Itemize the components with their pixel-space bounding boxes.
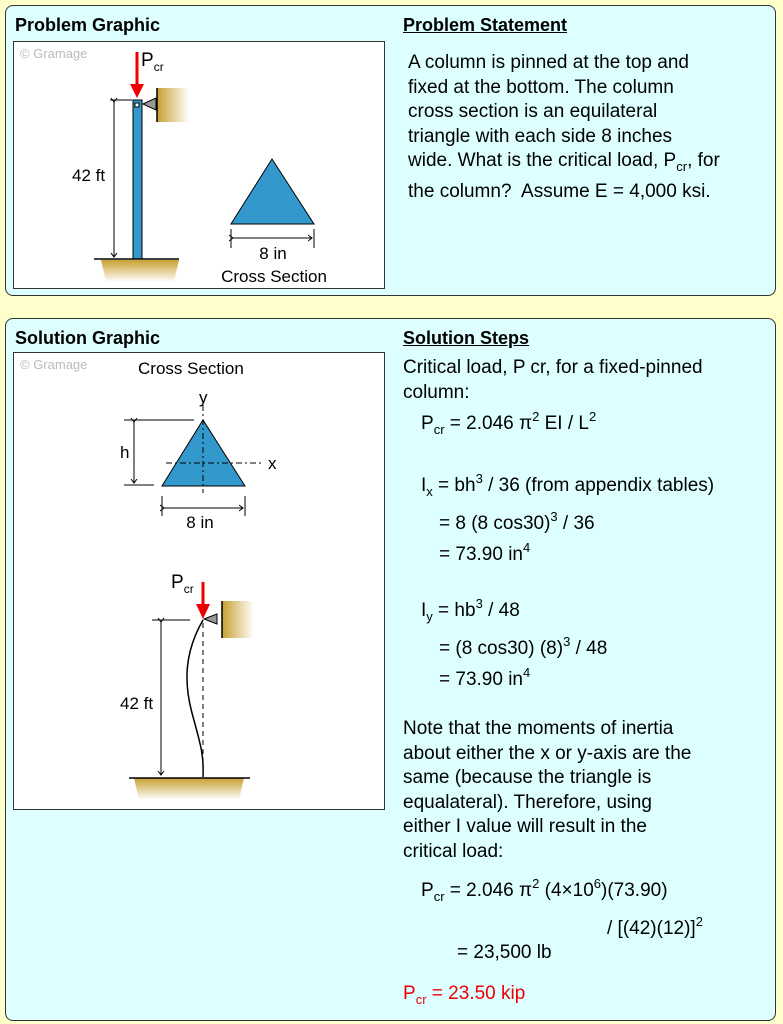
solution-steps-heading: Solution Steps xyxy=(403,328,529,348)
problem-diagram: © Gramage Pcr 42 ft 8 in Cross Section xyxy=(20,46,327,286)
note-text: critical load: xyxy=(403,840,504,862)
note-text: Note that the moments of inertia xyxy=(403,718,674,739)
problem-panel: Problem Graphic Problem Statement © Gram… xyxy=(5,5,776,296)
ground xyxy=(101,260,179,282)
statement-line: triangle with each side 8 inches xyxy=(408,125,673,147)
length-label: 42 ft xyxy=(72,166,105,185)
y-axis-label: y xyxy=(199,388,208,407)
pin-support xyxy=(202,613,218,625)
answer: Pcr = 23.50 kip xyxy=(403,982,526,1007)
x-axis-label: x xyxy=(268,454,277,473)
problem-graphic: © Gramage Pcr 42 ft 8 in Cross Section xyxy=(13,41,385,289)
statement-line: A column is pinned at the top and xyxy=(408,52,689,73)
note-text: about either the x or y-axis are the xyxy=(403,742,692,764)
load-arrowhead xyxy=(130,84,144,98)
equation-ix: = 8 (8 cos30)3 / 36 xyxy=(439,508,595,534)
cross-section-triangle xyxy=(230,158,315,225)
statement-line: wide. What is the critical load, Pcr, fo… xyxy=(408,150,720,174)
note-text: same (because the triangle is xyxy=(403,767,652,788)
width-label: 8 in xyxy=(186,513,213,532)
buckled-column xyxy=(186,619,204,778)
watermark: © Gramage xyxy=(20,357,87,372)
height-label: h xyxy=(120,443,129,462)
load-label: Pcr xyxy=(171,572,194,596)
watermark: © Gramage xyxy=(20,46,87,61)
pin xyxy=(134,102,140,108)
problem-statement-heading: Problem Statement xyxy=(403,15,568,35)
problem-graphic-heading: Problem Graphic xyxy=(15,15,161,35)
width-label: 8 in xyxy=(259,244,286,263)
length-label: 42 ft xyxy=(120,694,153,713)
equation-final: = 23,500 lb xyxy=(457,942,552,963)
solution-diagram: © Gramage Cross Section y x h 8 in Pcr xyxy=(20,357,277,800)
load-label: Pcr xyxy=(141,50,164,74)
step-text: Critical load, P cr, for a fixed-pinned xyxy=(403,357,703,378)
wall xyxy=(222,601,254,638)
solution-panel: Solution Graphic Solution Steps © Gramag… xyxy=(5,318,776,1021)
solution-graphic: © Gramage Cross Section y x h 8 in Pcr xyxy=(13,352,385,810)
statement-line: cross section is an equilateral xyxy=(408,101,658,122)
note-text: equalateral). Therefore, using xyxy=(403,791,652,813)
pin-support xyxy=(141,97,157,111)
equation-final: Pcr = 2.046 π2 (4×106)(73.90) xyxy=(421,876,668,904)
equation-iy: = 73.90 in4 xyxy=(439,665,531,690)
solution-steps: Critical load, P cr, for a fixed-pinned … xyxy=(403,356,714,1012)
equation-iy: = (8 cos30) (8)3 / 48 xyxy=(439,633,608,659)
problem-statement: A column is pinned at the top and fixed … xyxy=(408,51,720,204)
wall xyxy=(157,88,189,122)
equation-final: / [(42)(12)]2 xyxy=(607,913,703,939)
equation-ix: = 73.90 in4 xyxy=(439,540,531,565)
statement-line: the column? Assume E = 4,000 ksi. xyxy=(408,180,711,202)
column xyxy=(132,99,143,260)
statement-line: fixed at the bottom. The column xyxy=(408,76,674,98)
note-text: either I value will result in the xyxy=(403,816,647,837)
ground xyxy=(134,778,244,800)
solution-graphic-heading: Solution Graphic xyxy=(15,328,161,348)
equation-ix: Ix = bh3 / 36 (from appendix tables) xyxy=(421,471,715,499)
step-text: column: xyxy=(403,381,470,403)
cross-section-label: Cross Section xyxy=(138,359,244,378)
load-arrowhead xyxy=(196,604,210,619)
equation-iy: Iy = hb3 / 48 xyxy=(421,596,520,624)
equation-pcr: Pcr = 2.046 π2 EI / L2 xyxy=(421,409,597,437)
cross-section-label: Cross Section xyxy=(221,267,327,286)
